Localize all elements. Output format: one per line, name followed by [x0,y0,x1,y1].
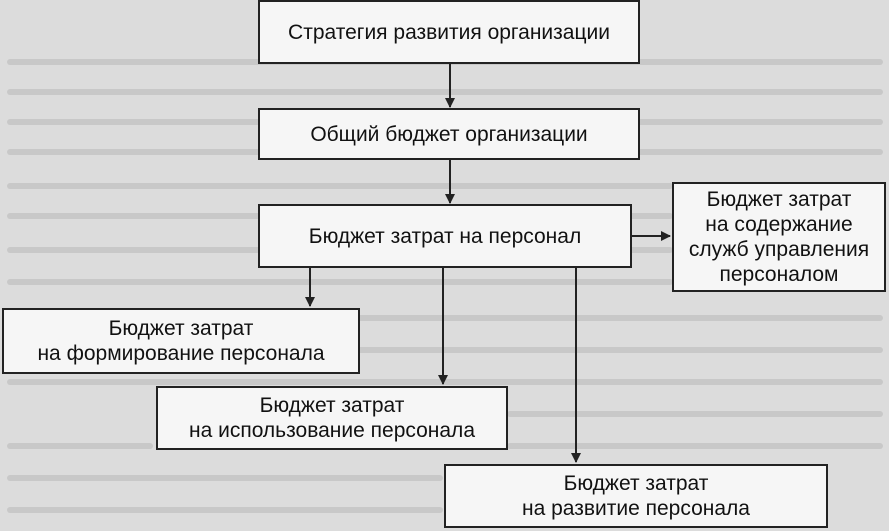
node-strategy-line-1: Стратегия развития организации [288,20,610,44]
node-formation: Бюджет затрат на формирование персонала [2,308,360,374]
node-management-services-line-4: персоналом [719,263,839,286]
node-formation-line-2: на формирование персонала [37,342,325,365]
node-general-budget-line-1: Общий бюджет организации [310,122,588,146]
node-management-services-line-3: служб управления [688,238,870,261]
node-personnel-budget-line-1: Бюджет затрат на персонал [308,224,582,248]
node-management-services-line-1: Бюджет затрат [706,188,852,211]
node-development-line-2: на развитие персонала [522,497,750,520]
node-usage: Бюджет затрат на использование персонала [156,386,508,450]
node-usage-line-2: на использование персонала [189,419,475,442]
node-general-budget: Общий бюджет организации [258,108,640,160]
node-formation-line-1: Бюджет затрат [108,317,254,340]
node-development-line-1: Бюджет затрат [563,472,709,495]
node-usage-line-1: Бюджет затрат [259,394,405,417]
node-management-services-line-2: на содержание [705,213,853,236]
node-development: Бюджет затрат на развитие персонала [444,464,828,528]
node-strategy: Стратегия развития организации [258,0,640,64]
node-management-services: Бюджет затрат на содержание служб управл… [672,182,886,292]
node-personnel-budget: Бюджет затрат на персонал [258,204,632,268]
